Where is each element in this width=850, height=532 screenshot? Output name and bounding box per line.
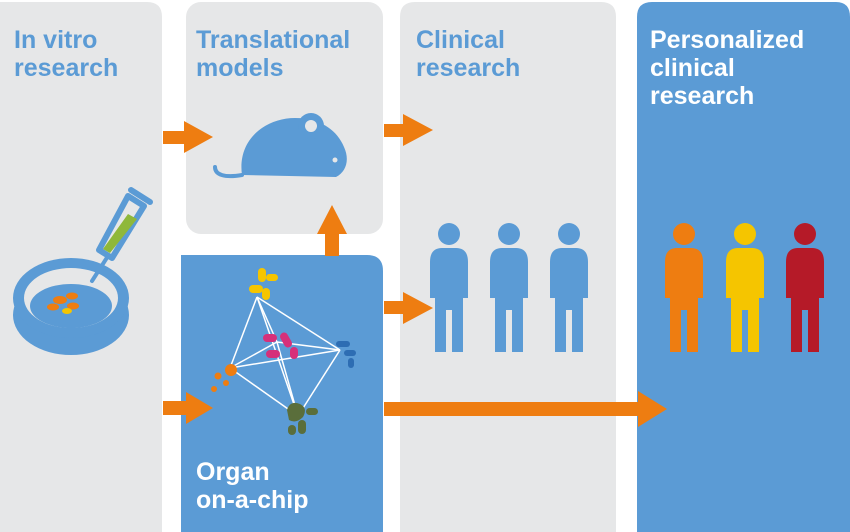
arrow-invitro-to-chip bbox=[163, 392, 213, 424]
organ-network-icon bbox=[211, 268, 356, 435]
arrow-chip-to-translational bbox=[317, 205, 347, 256]
label-clinical: Clinical research bbox=[416, 26, 521, 82]
petri-dish-icon bbox=[13, 258, 129, 355]
arrow-translational-to-clinical bbox=[384, 114, 433, 146]
person-icon bbox=[665, 223, 703, 352]
label-personalized: Personalized clinical research bbox=[650, 26, 805, 110]
label-in-vitro: In vitro research bbox=[14, 26, 119, 82]
label-translational: Translational models bbox=[196, 26, 351, 82]
person-icon bbox=[550, 223, 588, 352]
arrow-chip-to-personalized bbox=[384, 391, 667, 427]
label-organ-on-chip: Organ on-a-chip bbox=[196, 458, 309, 514]
mouse-icon bbox=[213, 113, 347, 179]
arrow-invitro-to-translational bbox=[163, 121, 213, 153]
person-icon bbox=[786, 223, 824, 352]
person-icon bbox=[490, 223, 528, 352]
person-icon bbox=[726, 223, 764, 352]
person-icon bbox=[430, 223, 468, 352]
panel-organ-on-chip bbox=[181, 255, 383, 532]
arrow-chip-to-clinical bbox=[384, 292, 433, 324]
pipette-icon bbox=[90, 187, 153, 283]
